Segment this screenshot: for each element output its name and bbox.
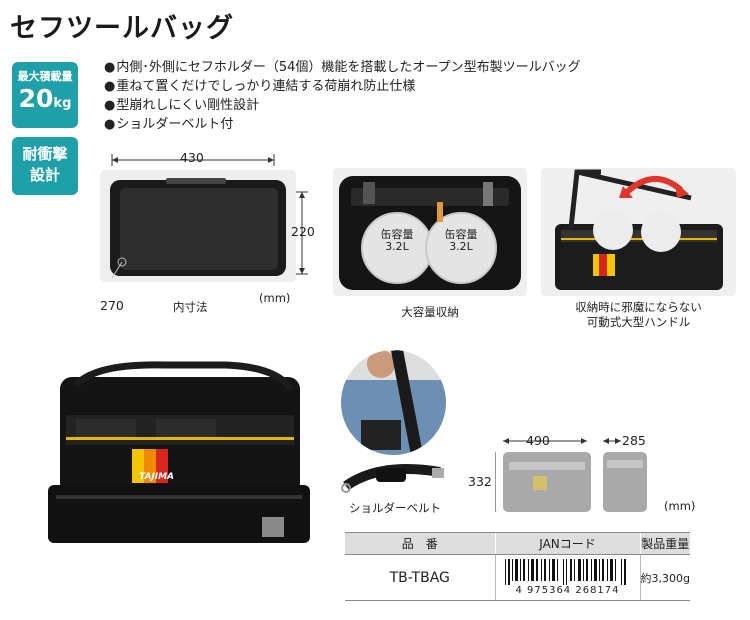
model-number: TB-TBAG [345, 554, 495, 601]
tool-bag-product-photo [48, 361, 310, 543]
interior-height-label: 220 [291, 224, 315, 239]
handle-caption: 収納時に邪魔にならない可動式大型ハンドル [575, 300, 702, 329]
interior-dimension-figure [100, 154, 308, 282]
feature-list: 内側･外側にセフホルダー（54個）機能を搭載したオープン型布製ツールバッグ 重ね… [104, 58, 581, 134]
max-load-label: 最大積載量 [17, 70, 73, 83]
shoulder-belt-image [341, 464, 444, 493]
impact-design-badge: 耐衝撃 設計 [12, 137, 78, 195]
impact-line2: 設計 [29, 166, 60, 184]
jan-barcode-cell: 4 975364 268174 [494, 554, 640, 601]
exterior-depth-label: 285 [622, 433, 646, 448]
exterior-height-label: 332 [468, 474, 492, 489]
shoulder-person-photo [341, 350, 446, 455]
feature-item: 重ねて置くだけでしっかり連結する荷崩れ防止仕様 [104, 77, 581, 96]
spec-table: 品 番 JANコード 製品重量 TB-TBAG [345, 532, 690, 601]
header-weight: 製品重量 [639, 532, 690, 555]
max-load-badge: 最大積載量 20kg [12, 62, 78, 128]
product-weight: 約3,300g [639, 554, 690, 601]
jan-code: 4 975364 268174 [515, 585, 620, 596]
feature-item: 型崩れしにくい剛性設計 [104, 96, 581, 115]
exterior-unit: (mm) [664, 499, 696, 513]
interior-depth-label: 270 [100, 298, 124, 313]
interior-width-label: 430 [180, 150, 204, 165]
page-title: セフツールバッグ [10, 13, 234, 44]
table-row: TB-TBAG [345, 554, 690, 601]
max-load-value: 20kg [18, 84, 72, 113]
barcode-icon [504, 559, 626, 585]
feature-item: 内側･外側にセフホルダー（54個）機能を搭載したオープン型布製ツールバッグ [104, 58, 580, 77]
interior-unit: (mm) [259, 291, 291, 305]
exterior-width-label: 490 [526, 433, 550, 448]
capacity-photo [333, 168, 527, 296]
header-jan: JANコード [494, 532, 640, 555]
capacity-caption: 大容量収納 [401, 305, 459, 319]
header-model: 品 番 [345, 532, 495, 555]
brand-logo-text: TAJIMA [139, 472, 175, 482]
feature-item: ショルダーベルト付 [104, 115, 581, 134]
shoulder-belt-caption: ショルダーベルト [349, 501, 441, 515]
interior-caption: 内寸法 [173, 300, 208, 314]
impact-line1: 耐衝撃 [22, 145, 68, 163]
handle-photo [541, 168, 736, 296]
exterior-dimension-figure [495, 438, 647, 512]
